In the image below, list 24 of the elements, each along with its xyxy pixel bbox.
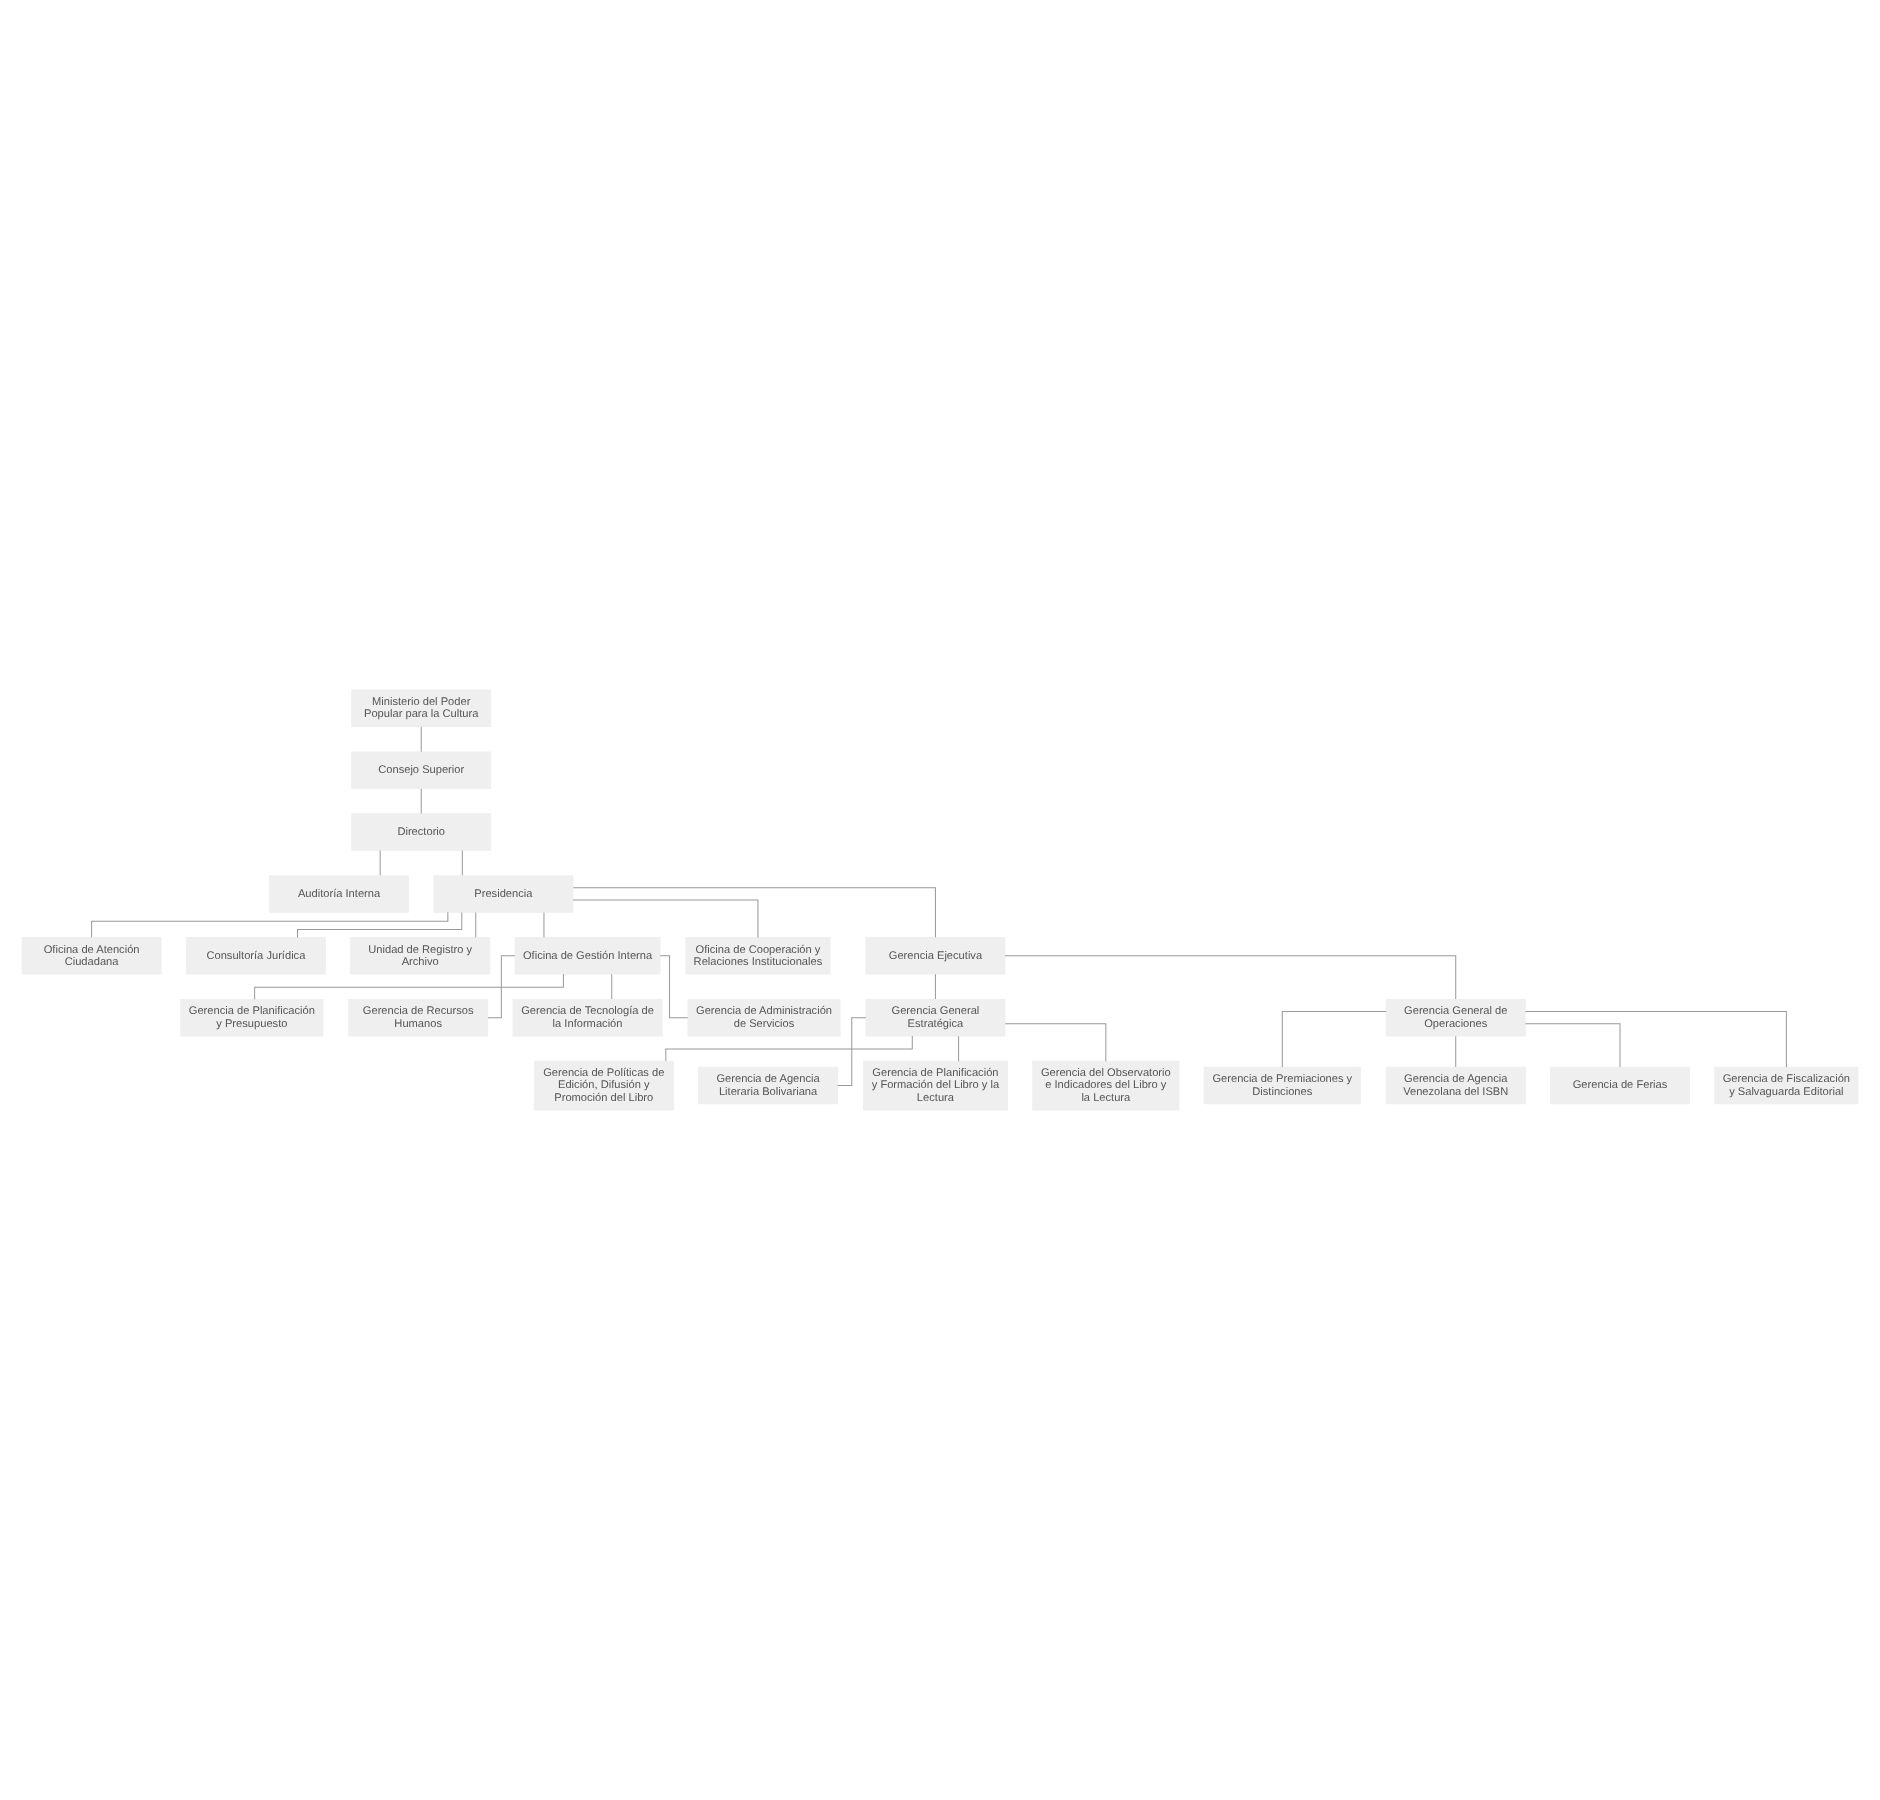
connector <box>958 1035 960 1062</box>
connector <box>572 887 936 938</box>
connector <box>379 850 381 876</box>
connector <box>420 726 422 753</box>
connector <box>1524 1011 1787 1068</box>
connector <box>659 955 689 1019</box>
connector <box>611 973 613 1000</box>
connector <box>420 788 422 814</box>
connector <box>297 912 463 938</box>
connector <box>1455 1035 1457 1068</box>
connector <box>1281 1011 1387 1068</box>
connector <box>487 955 516 1019</box>
connector <box>254 973 564 1000</box>
connector <box>475 911 477 938</box>
connector <box>837 1017 867 1087</box>
connector <box>91 911 449 938</box>
connector <box>934 973 936 1000</box>
connector <box>461 850 463 876</box>
connector <box>572 899 759 939</box>
connector <box>1004 1023 1107 1062</box>
connector <box>1004 955 1457 1000</box>
connector <box>1524 1023 1621 1068</box>
connector <box>543 911 545 938</box>
connector <box>665 1035 913 1062</box>
